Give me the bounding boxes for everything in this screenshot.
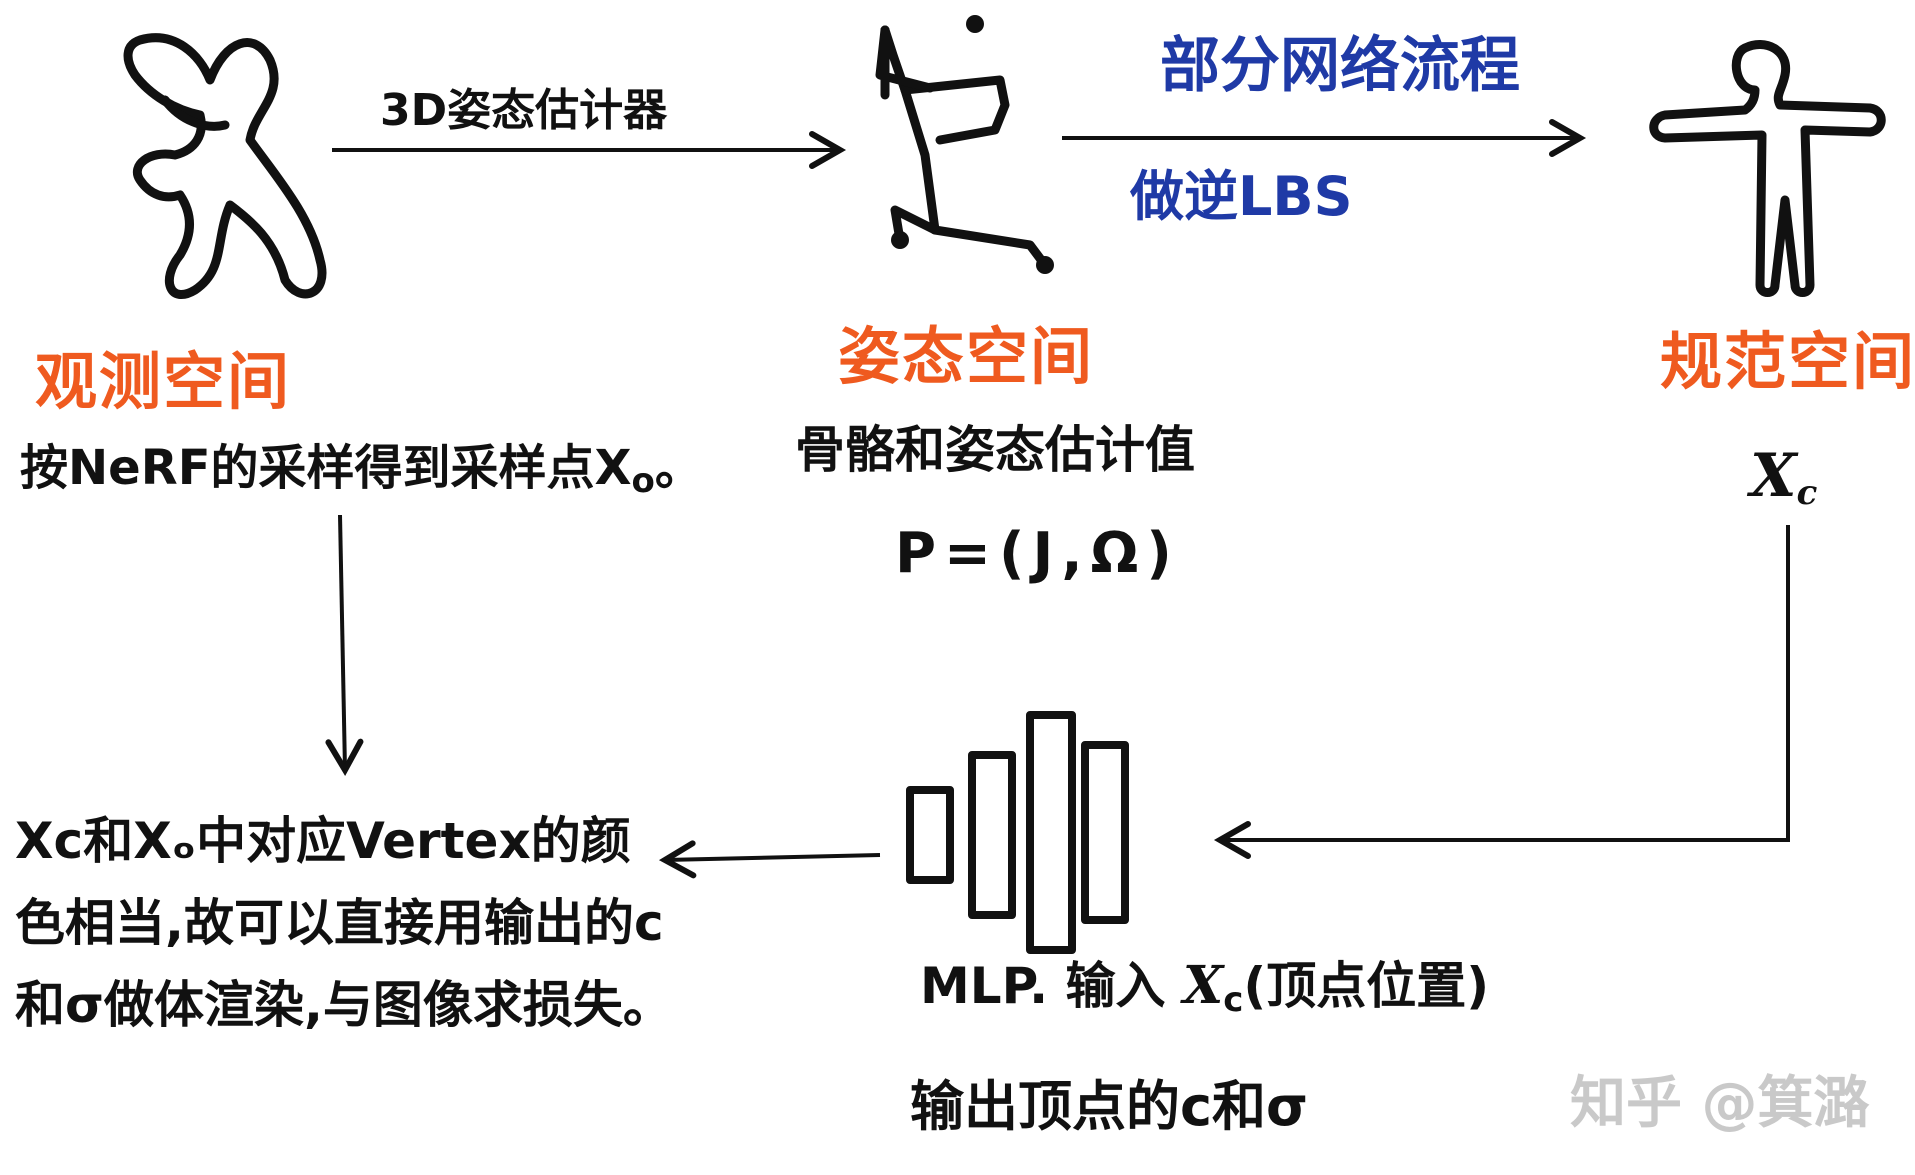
observed-figure-icon <box>123 33 327 299</box>
pose-desc: 骨骼和姿态估计值 <box>795 421 1195 479</box>
canonical-space-title: 规范空间 <box>1660 325 1915 398</box>
result-paragraph: Xᴄ和Xₒ中对应Vertex的颜色相当,故可以直接用输出的c和σ做体渲染,与图像… <box>15 812 673 1034</box>
skeleton-joint-icon <box>891 231 909 249</box>
mlp-layer-bar <box>968 751 1016 919</box>
skeleton-joint-icon <box>966 15 984 33</box>
canonical-to-mlp-arrow <box>1213 525 1790 859</box>
observation-space-title: 观测空间 <box>35 345 292 418</box>
observation-down-arrow <box>325 514 364 777</box>
mlp-layer-bar <box>1026 711 1076 954</box>
branch-bottom-label: 做逆LBS <box>1130 165 1353 228</box>
mlp-layer-bar <box>906 786 954 884</box>
branch-top-label: 部分网络流程 <box>1160 31 1520 101</box>
skeleton-joint-icon <box>1036 256 1054 274</box>
tpose-figure-icon <box>1649 40 1886 297</box>
pose-space-title: 姿态空间 <box>838 320 1095 393</box>
mlp-network-icon <box>906 711 1129 954</box>
mlp-to-result-arrow <box>658 840 881 879</box>
mlp-line1: MLP. 输入 Xc(顶点位置) <box>920 955 1490 1020</box>
observation-desc: 按NeRF的采样得到采样点Xo。 <box>20 440 703 501</box>
canonical-symbol: Xc <box>1750 441 1818 513</box>
watermark: 知乎 @箕潞 <box>1570 1071 1870 1136</box>
mlp-layer-bar <box>1081 741 1129 924</box>
mlp-line2: 输出顶点的c和σ <box>910 1075 1309 1138</box>
estimator-label: 3D姿态估计器 <box>380 85 668 136</box>
skeleton-figure-icon <box>875 25 1050 270</box>
pose-formula: P=(J,Ω) <box>895 521 1180 586</box>
